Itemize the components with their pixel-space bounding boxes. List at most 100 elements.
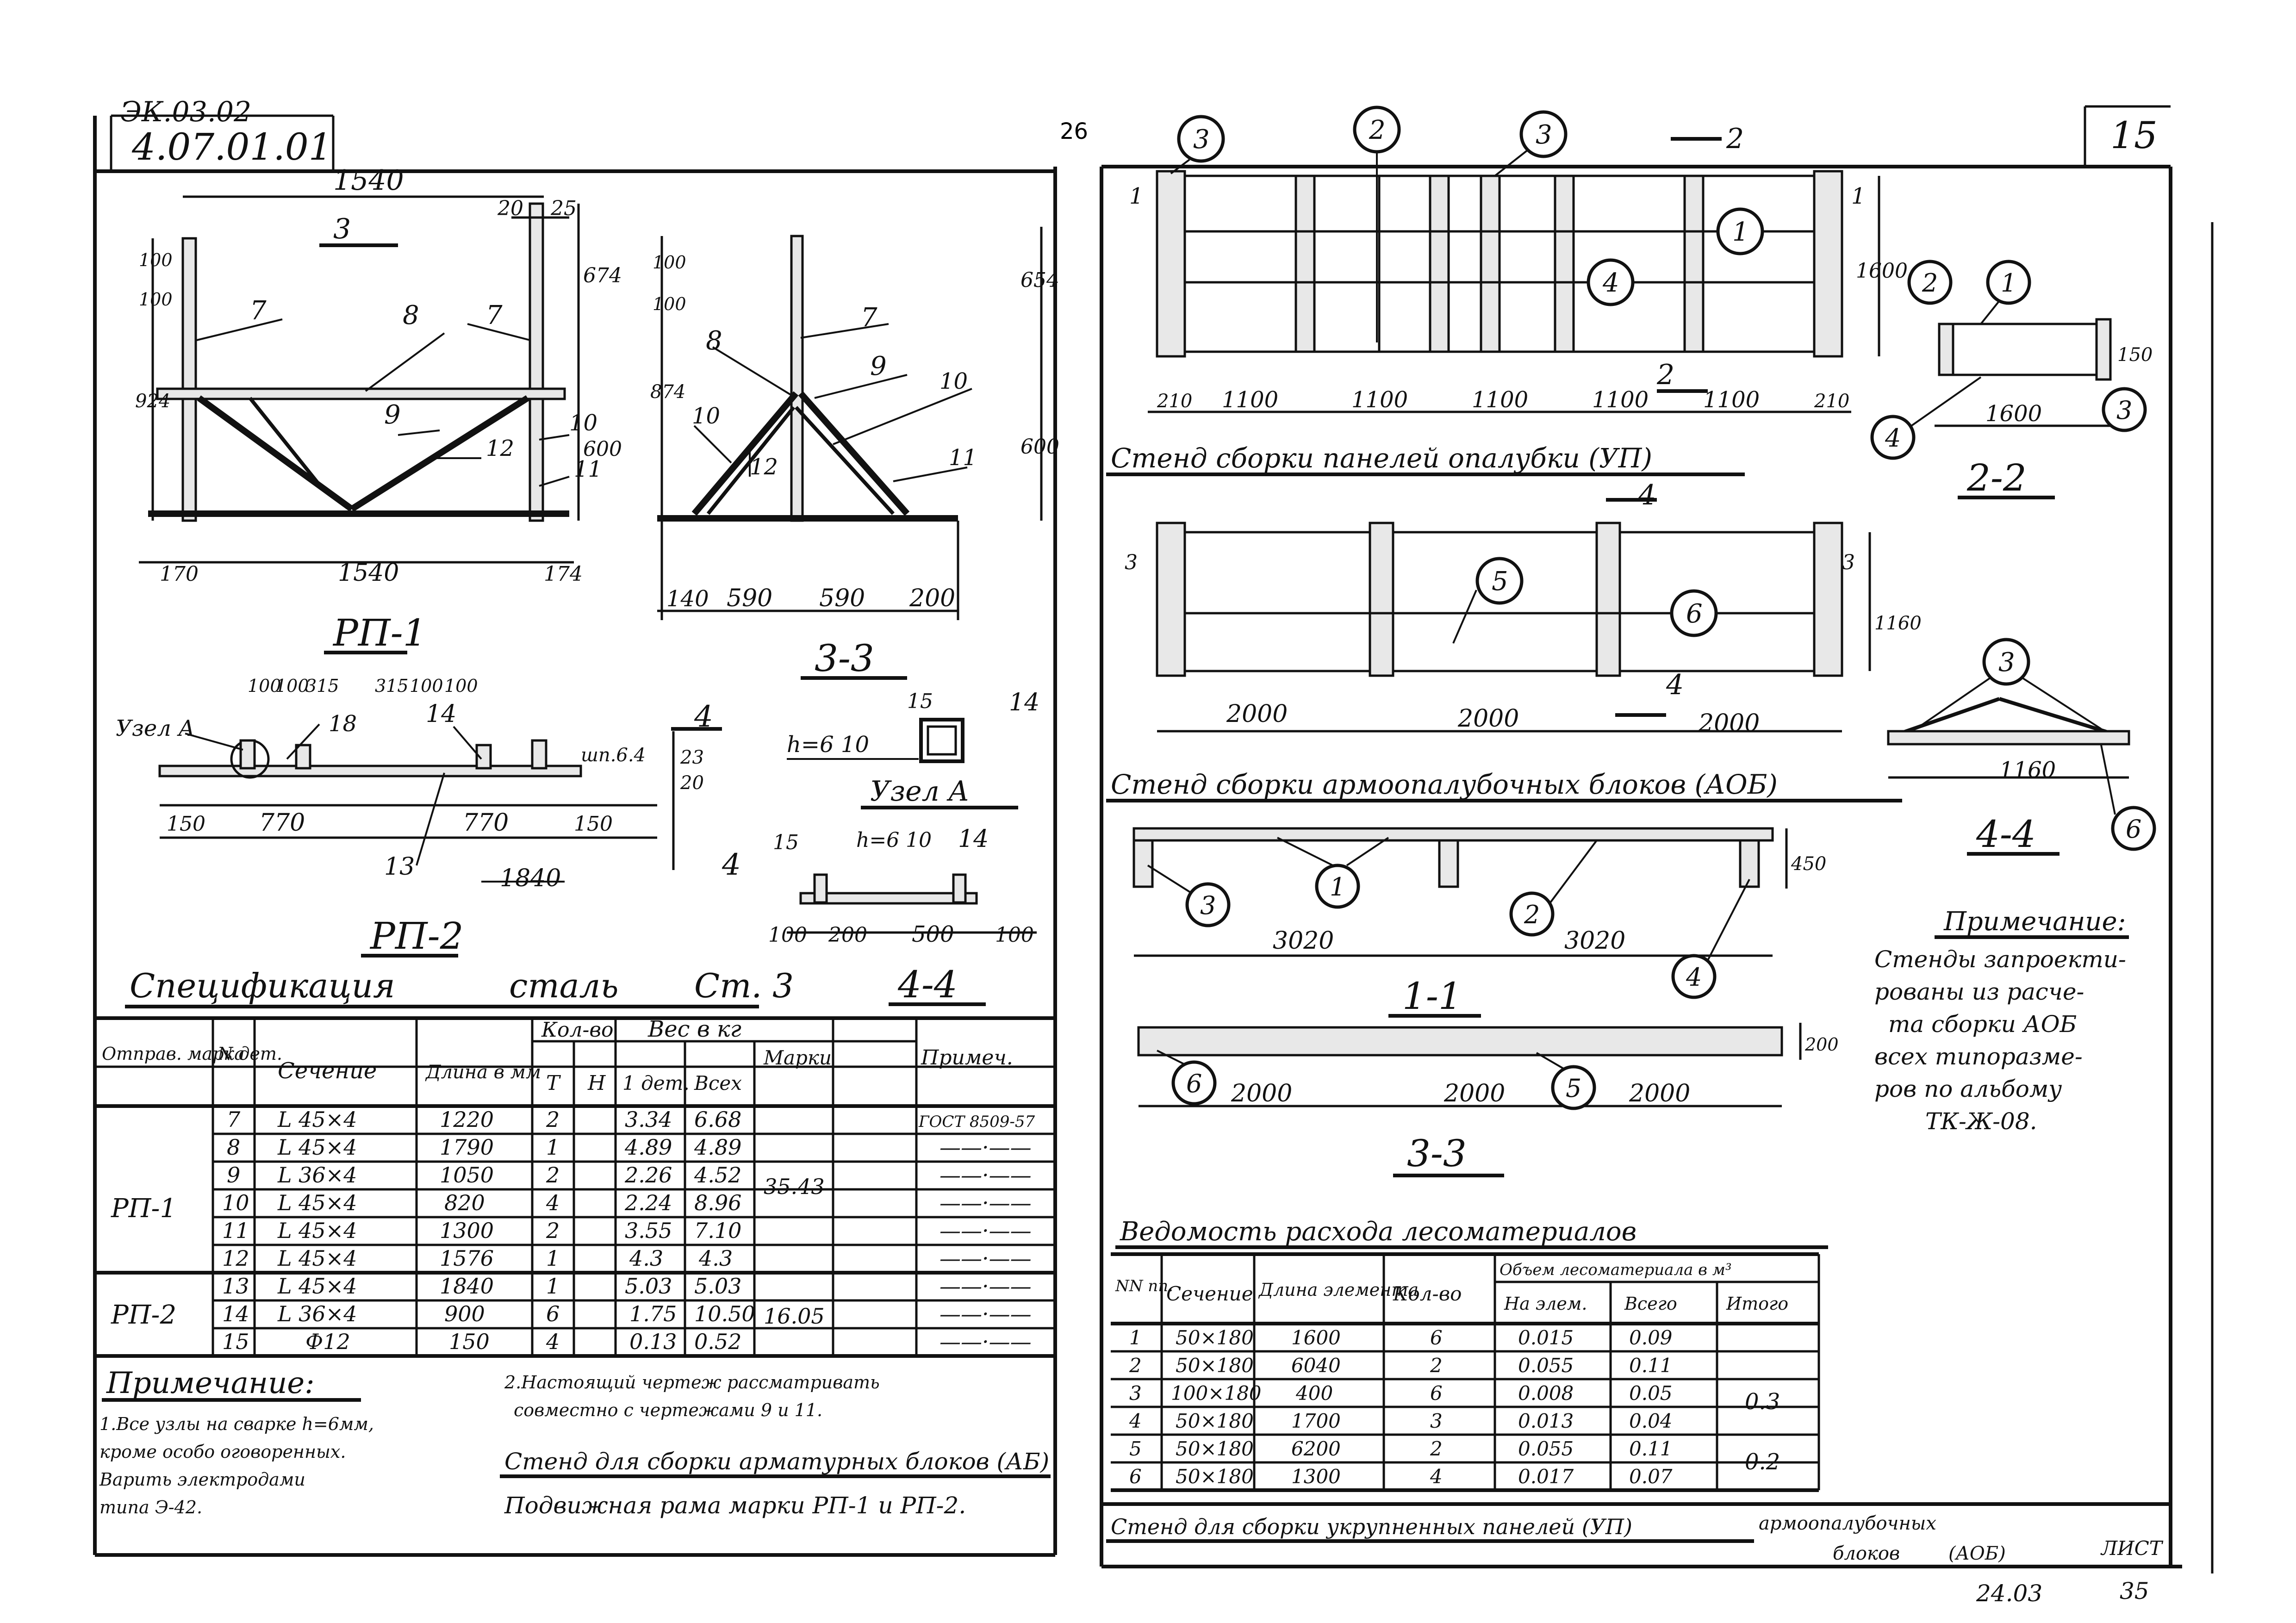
- svg-text:6.68: 6.68: [694, 1107, 741, 1132]
- svg-text:шп.6.4: шп.6.4: [581, 745, 646, 766]
- svg-text:400: 400: [1295, 1382, 1333, 1405]
- sec44a-title: 4-4: [897, 963, 958, 1006]
- right-notes-title: Примечание:: [1943, 907, 2126, 937]
- svg-text:Объем лесоматериала в м³: Объем лесоматериала в м³: [1500, 1261, 1732, 1279]
- node-a-h: h=6 10: [787, 732, 869, 758]
- footer-title-3: блоков: [1833, 1543, 1900, 1564]
- rp2-title: РП-2: [369, 914, 464, 958]
- svg-text:15: 15: [773, 831, 799, 854]
- svg-text:200: 200: [909, 585, 955, 612]
- formwork-title: Стенд сборки панелей опалубки (УП): [1111, 442, 1652, 474]
- svg-text:14: 14: [426, 700, 456, 728]
- footer-sheet-word: ЛИСТ: [2100, 1537, 2164, 1560]
- footer-sheet: 35: [2120, 1578, 2149, 1604]
- svg-text:Длина в мм: Длина в мм: [425, 1062, 541, 1083]
- sec44b-title: 4-4: [1976, 813, 2036, 856]
- timber-table-grid: [1111, 1252, 1820, 1492]
- svg-text:5.03: 5.03: [625, 1274, 672, 1299]
- svg-text:100: 100: [444, 676, 478, 696]
- node-a-drawing: [787, 718, 1037, 934]
- svg-text:450: 450: [1791, 853, 1826, 875]
- formwork-callouts: 3 2 3 1 4: [1170, 106, 1764, 342]
- sec33a-drawing: [657, 227, 1043, 620]
- svg-text:6: 6: [1430, 1326, 1443, 1349]
- svg-text:150: 150: [167, 812, 205, 836]
- svg-text:2: 2: [1524, 900, 1540, 929]
- table-row: РП-1 10 L 45×4 820 4 2.24 8.96 ——·——: [111, 1190, 1032, 1224]
- svg-text:1100: 1100: [1592, 387, 1649, 413]
- svg-text:820: 820: [444, 1190, 485, 1215]
- svg-text:L 45×4: L 45×4: [277, 1218, 357, 1243]
- timber-table-header: NN пп. Сечение Длина элемента Кол-во Объ…: [1115, 1261, 1788, 1314]
- svg-text:210: 210: [1157, 391, 1192, 412]
- spec-title-3: Ст. 3: [694, 966, 794, 1005]
- rp1-right-post: [529, 202, 544, 522]
- svg-text:7: 7: [861, 303, 877, 333]
- svg-text:140: 140: [666, 586, 709, 612]
- svg-text:15: 15: [222, 1329, 249, 1354]
- svg-text:Длина элемента: Длина элемента: [1258, 1280, 1419, 1300]
- svg-text:7: 7: [486, 300, 503, 330]
- table-row: 1 50×180 1600 6 0.015 0.09: [1129, 1326, 1673, 1349]
- rp2-node-label: Узел А: [116, 715, 195, 741]
- svg-text:3: 3: [1125, 551, 1138, 574]
- rp1-left-post: [181, 237, 197, 522]
- rp2-drawing: [158, 731, 675, 870]
- svg-text:3020: 3020: [1564, 927, 1625, 955]
- svg-text:ГОСТ 8509-57: ГОСТ 8509-57: [918, 1113, 1035, 1131]
- svg-text:1100: 1100: [1703, 387, 1760, 413]
- svg-text:100×180: 100×180: [1171, 1382, 1262, 1405]
- block-stand-drawing: [1156, 522, 1871, 733]
- svg-text:3: 3: [1998, 647, 2015, 678]
- svg-text:1700: 1700: [1291, 1410, 1341, 1432]
- rp1-callouts: 7 8 7 9 10 12 11: [196, 296, 602, 487]
- table-row: 2 50×180 6040 2 0.055 0.11: [1129, 1354, 1673, 1377]
- formwork-end-right: [1813, 170, 1843, 358]
- svg-text:Марки: Марки: [763, 1046, 832, 1069]
- svg-text:1050: 1050: [440, 1163, 494, 1188]
- svg-text:——·——: ——·——: [940, 1163, 1032, 1188]
- svg-text:6: 6: [1186, 1069, 1202, 1098]
- svg-text:2: 2: [1656, 359, 1674, 391]
- svg-text:2000: 2000: [1629, 1080, 1690, 1107]
- svg-text:4.52: 4.52: [694, 1163, 741, 1188]
- sec33a-post: [790, 235, 804, 522]
- svg-text:20: 20: [680, 772, 704, 794]
- svg-text:10: 10: [692, 403, 720, 429]
- svg-text:150: 150: [2117, 344, 2153, 366]
- sec22-title: 2-2: [1966, 456, 2027, 499]
- svg-text:100: 100: [275, 676, 309, 696]
- left-stand-title: Стенд для сборки арматурных блоков (АБ): [504, 1448, 1049, 1475]
- svg-text:2.26: 2.26: [624, 1163, 672, 1188]
- rp1-dim-top3: 25: [550, 197, 577, 220]
- svg-text:0.008: 0.008: [1518, 1382, 1574, 1405]
- svg-text:210: 210: [1814, 391, 1849, 412]
- svg-text:1300: 1300: [1291, 1465, 1341, 1488]
- sec22-drawing: [1935, 318, 2120, 427]
- formwork-end-left: [1156, 170, 1186, 358]
- svg-text:50×180: 50×180: [1176, 1465, 1254, 1488]
- svg-text:1600: 1600: [1856, 259, 1908, 283]
- svg-text:50×180: 50×180: [1176, 1410, 1254, 1432]
- rp1-dim-bottom3: 174: [544, 562, 583, 586]
- svg-text:1600: 1600: [1985, 401, 2042, 427]
- rp1-dim-left1: 100: [139, 250, 173, 270]
- svg-text:3: 3: [1129, 1382, 1142, 1405]
- svg-text:6: 6: [1430, 1382, 1443, 1405]
- svg-text:2.Настоящий чертеж рассматрива: 2.Настоящий чертеж рассматривать: [504, 1372, 880, 1393]
- svg-text:——·——: ——·——: [940, 1301, 1032, 1326]
- svg-text:——·——: ——·——: [940, 1190, 1032, 1215]
- svg-text:типа Э-42.: типа Э-42.: [100, 1497, 202, 1517]
- svg-text:8: 8: [706, 326, 722, 356]
- svg-text:——·——: ——·——: [940, 1329, 1032, 1354]
- svg-text:2: 2: [1726, 123, 1744, 155]
- block-stand-callouts: 5 6: [1393, 557, 1718, 644]
- svg-text:На элем.: На элем.: [1504, 1293, 1587, 1314]
- svg-text:4: 4: [1129, 1410, 1142, 1432]
- svg-text:Всего: Всего: [1624, 1293, 1677, 1314]
- svg-text:1100: 1100: [1351, 387, 1408, 413]
- rp1-dim-left3: 924: [135, 391, 170, 412]
- svg-text:100: 100: [995, 923, 1034, 947]
- table-row: 4 50×180 1700 3 0.013 0.04: [1129, 1410, 1673, 1432]
